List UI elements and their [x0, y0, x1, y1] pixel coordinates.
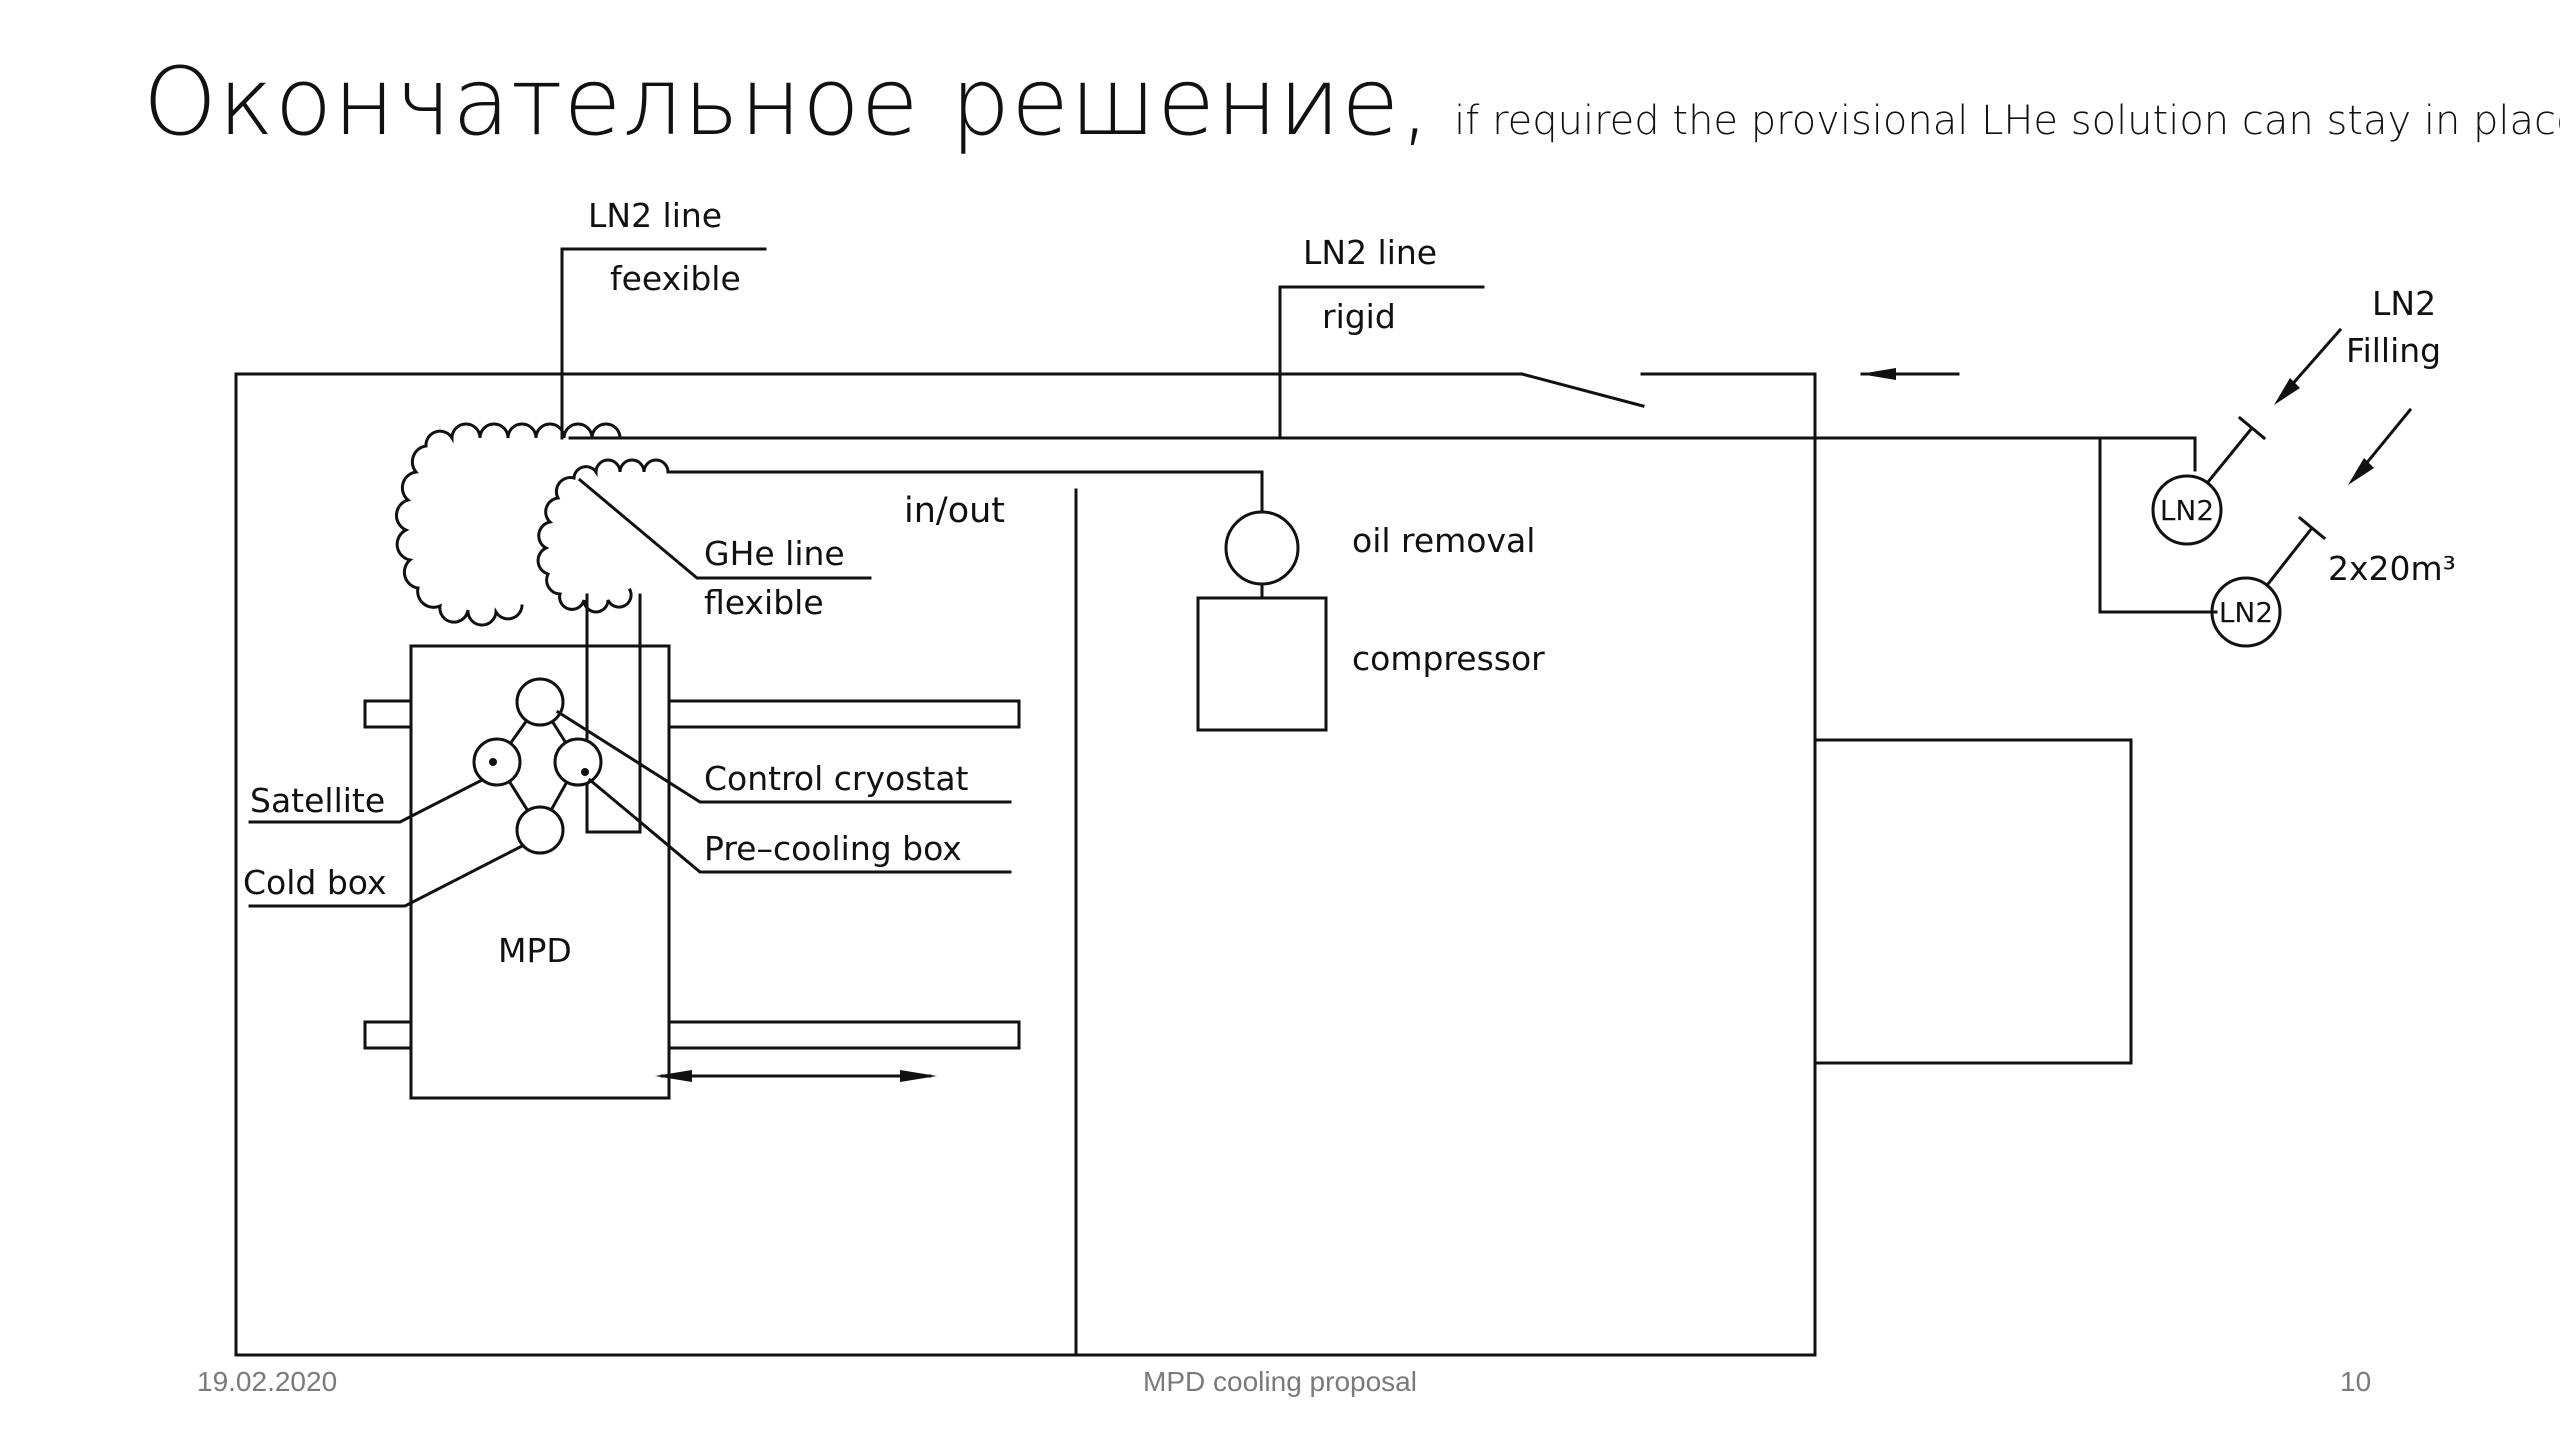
mpd-rail-left-bottom [363, 1020, 413, 1050]
compressor-box [1196, 596, 1328, 732]
mpd-body [409, 644, 671, 1100]
label-ln2-rigid-2: rigid [1322, 297, 1396, 336]
equipment-block [1813, 738, 2133, 1065]
ln2-main-line [568, 436, 2197, 472]
ln2-dewar-2 [2210, 576, 2282, 648]
label-dewar-1: LN2 [2160, 494, 2214, 527]
label-cold-box: Cold box [243, 863, 387, 902]
pre-cooling-circle [553, 737, 603, 787]
pre-cooling-leader [587, 777, 1012, 874]
label-tank-volume: 2x20m³ [2328, 549, 2456, 588]
filling-arrow-2 [2348, 407, 2413, 485]
satellite-leader [248, 777, 485, 824]
mpd-rail-left-top [363, 699, 413, 729]
label-compressor: compressor [1352, 639, 1545, 678]
dewar-nozzle-1 [2205, 415, 2267, 485]
label-ghe-line: GHe line [704, 534, 845, 573]
cold-box-circle [515, 805, 565, 855]
footer-title: MPD cooling proposal [1143, 1366, 1417, 1397]
label-control-cryostat: Control cryostat [704, 759, 969, 798]
hall-outline [234, 372, 1817, 1357]
ln2-flexible-coil [395, 422, 622, 627]
mpd-move-arrow [655, 1070, 937, 1082]
control-cryostat-circle [515, 677, 565, 727]
cold-box-leader [248, 843, 525, 908]
flow-arrow-top [1860, 368, 1960, 380]
label-oil-removal: oil removal [1352, 521, 1535, 560]
label-ln2-flexible-1: LN2 line [588, 196, 722, 235]
label-ln2-flexible-2: feexible [610, 259, 741, 298]
label-mpd: MPD [498, 931, 572, 970]
label-ln2-filling-2: Filling [2346, 331, 2441, 370]
footer-page-number: 10 [2340, 1366, 2372, 1397]
mpd-rail-right-top [667, 699, 1021, 729]
label-dewar-2: LN2 [2219, 596, 2273, 629]
label-pre-cooling-box: Pre–cooling box [704, 829, 962, 868]
ln2-flexible-leader [560, 247, 767, 440]
label-ghe-flexible: flexible [704, 583, 824, 622]
ln2-rigid-leader [1278, 285, 1485, 440]
mpd-rail-right-bottom [667, 1020, 1021, 1050]
label-satellite: Satellite [250, 781, 385, 820]
ln2-dewar-1 [2151, 474, 2223, 546]
label-ln2-filling-1: LN2 [2372, 284, 2436, 323]
title-main: Окончательное решение, [143, 48, 1432, 157]
label-ln2-rigid-1: LN2 line [1303, 233, 1437, 272]
label-in-out: in/out [904, 491, 1005, 531]
cryostat-cluster [472, 677, 603, 855]
filling-arrow-1 [2274, 327, 2343, 405]
dewar-nozzle-2 [2265, 515, 2327, 587]
ghe-leader [577, 477, 872, 580]
ln2-branch-line [2098, 436, 2218, 614]
slide-title: Окончательное решение, if required the p… [143, 48, 2560, 157]
control-cryostat-leader [555, 709, 1012, 804]
ghe-line [666, 470, 1264, 514]
footer-date: 19.02.2020 [197, 1366, 338, 1397]
oil-removal-circle [1224, 510, 1300, 586]
title-subtitle: if required the provisional LHe solution… [1454, 98, 2560, 144]
